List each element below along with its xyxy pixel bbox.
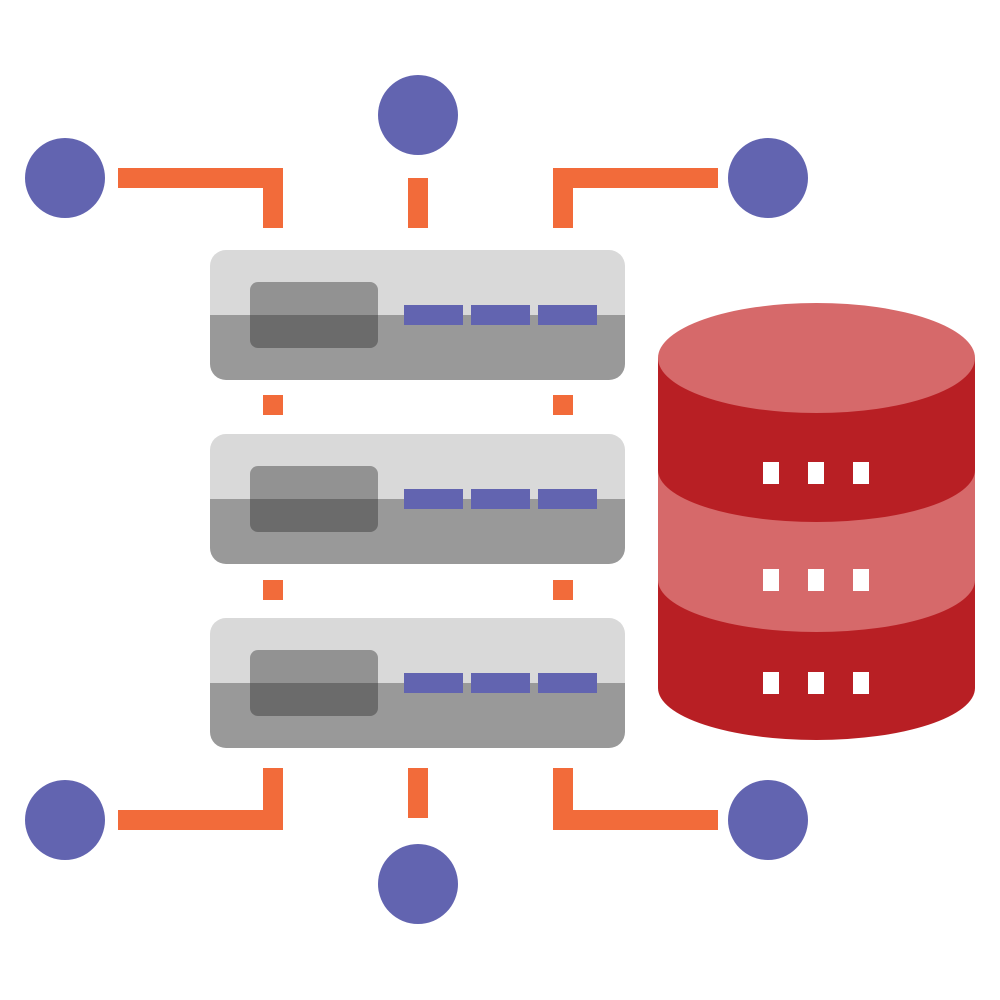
panel-bottom <box>250 315 378 348</box>
connector-segment <box>118 810 283 830</box>
connector-segment <box>263 395 283 415</box>
db-indicator-dot <box>763 462 779 484</box>
db-indicator-dot <box>853 569 869 591</box>
db-top-cap <box>658 303 975 413</box>
db-indicator-dot <box>763 672 779 694</box>
panel-top <box>250 466 378 499</box>
connector-segment <box>553 168 573 228</box>
server-status-led <box>538 673 597 693</box>
panel-bottom <box>250 499 378 532</box>
server-drive-panel <box>250 650 378 716</box>
connector-segment <box>553 810 718 830</box>
db-indicator-dot <box>808 462 824 484</box>
server-status-led <box>404 305 463 325</box>
network-nodes <box>25 75 808 924</box>
network-node-icon <box>378 75 458 155</box>
server-status-led <box>471 489 530 509</box>
connector-segment <box>408 178 428 228</box>
network-node-icon <box>25 138 105 218</box>
server-unit <box>210 618 625 748</box>
connector-segment <box>553 168 718 188</box>
server-drive-panel <box>250 282 378 348</box>
db-indicator-dot <box>853 462 869 484</box>
db-indicator-dot <box>853 672 869 694</box>
server-status-led <box>404 673 463 693</box>
panel-top <box>250 650 378 683</box>
connector-segment <box>553 395 573 415</box>
server-rack <box>210 250 625 748</box>
panel-top <box>250 282 378 315</box>
connector-segment <box>553 580 573 600</box>
server-status-led <box>471 305 530 325</box>
connector-segment <box>263 168 283 228</box>
db-indicator-dot <box>763 569 779 591</box>
connector-segment <box>408 768 428 818</box>
server-unit <box>210 250 625 380</box>
database-icon <box>658 303 975 740</box>
db-indicator-dot <box>808 672 824 694</box>
panel-bottom <box>250 683 378 716</box>
connector-lines <box>118 168 718 830</box>
server-status-led <box>538 489 597 509</box>
server-status-led <box>471 673 530 693</box>
connector-segment <box>263 580 283 600</box>
connector-segment <box>118 168 283 188</box>
network-node-icon <box>728 138 808 218</box>
server-unit <box>210 434 625 564</box>
server-status-led <box>538 305 597 325</box>
network-node-icon <box>728 780 808 860</box>
server-status-led <box>404 489 463 509</box>
server-drive-panel <box>250 466 378 532</box>
network-node-icon <box>25 780 105 860</box>
db-indicator-dot <box>808 569 824 591</box>
network-node-icon <box>378 844 458 924</box>
